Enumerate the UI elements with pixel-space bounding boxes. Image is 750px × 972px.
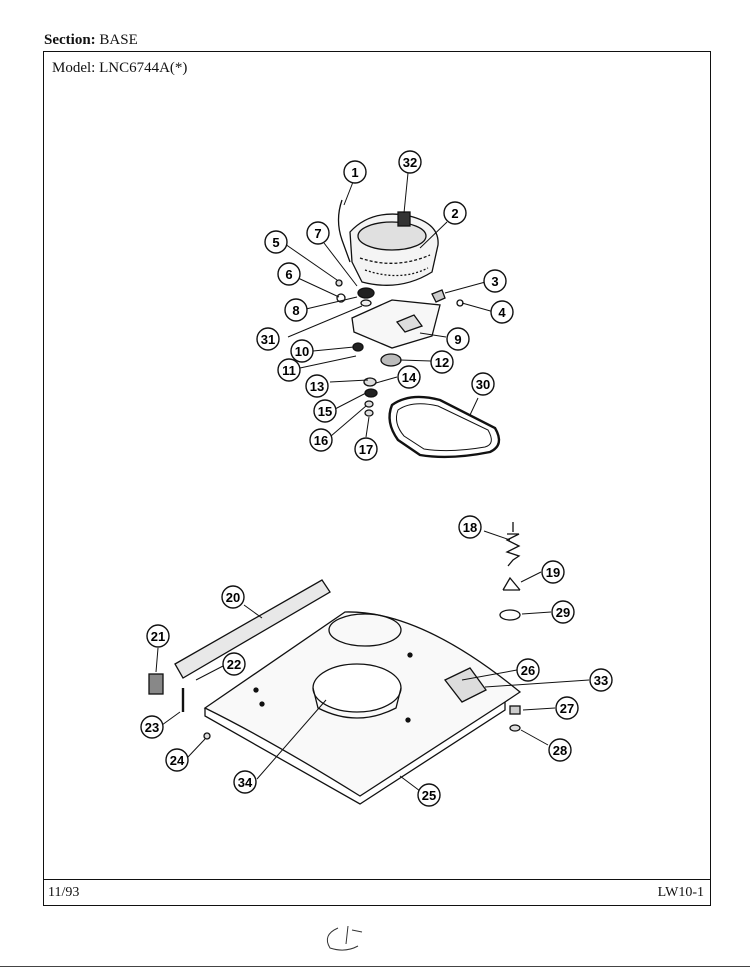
- callout-9: 9: [446, 327, 470, 351]
- svg-text:26: 26: [521, 663, 535, 678]
- model-label: Model:: [52, 60, 96, 76]
- callout-19: 19: [541, 560, 565, 584]
- svg-text:33: 33: [594, 673, 608, 688]
- svg-text:5: 5: [272, 235, 279, 250]
- svg-text:8: 8: [292, 303, 299, 318]
- callout-group: 1 32 2 5 7 6 3 8 4 31 9 10 11 12 13 14 3…: [140, 150, 613, 807]
- base-drawing: [203, 611, 522, 805]
- svg-text:20: 20: [226, 590, 240, 605]
- footer-date: 11/93: [48, 885, 80, 900]
- callout-33: 33: [589, 668, 613, 692]
- svg-text:34: 34: [238, 775, 253, 790]
- washer-part: [336, 293, 346, 303]
- callout-20: 20: [221, 585, 245, 609]
- svg-text:30: 30: [476, 377, 490, 392]
- callout-25: 25: [417, 783, 441, 807]
- svg-text:31: 31: [261, 332, 275, 347]
- callout-18: 18: [458, 515, 482, 539]
- callout-22: 22: [222, 652, 246, 676]
- callout-10: 10: [290, 339, 314, 363]
- svg-text:6: 6: [285, 267, 292, 282]
- section-heading: Section: BASE: [44, 32, 138, 49]
- svg-text:27: 27: [560, 701, 574, 716]
- svg-text:1: 1: [351, 165, 358, 180]
- svg-text:21: 21: [151, 629, 165, 644]
- bracket-part: [431, 289, 446, 303]
- callout-8: 8: [284, 298, 308, 322]
- callout-30: 30: [471, 372, 495, 396]
- nut-part: [203, 732, 211, 740]
- callout-27: 27: [555, 696, 579, 720]
- screw-part: [335, 279, 343, 287]
- svg-text:22: 22: [227, 657, 241, 672]
- svg-text:23: 23: [145, 720, 159, 735]
- svg-text:18: 18: [463, 520, 477, 535]
- pad-part: [499, 609, 521, 621]
- callout-2: 2: [443, 201, 467, 225]
- callout-12: 12: [430, 350, 454, 374]
- callout-31: 31: [256, 327, 280, 351]
- svg-text:17: 17: [359, 442, 373, 457]
- brace-drawing: [174, 579, 331, 679]
- callout-16: 16: [309, 428, 333, 452]
- motor-drawing: [349, 211, 439, 286]
- callout-34: 34: [233, 770, 257, 794]
- svg-text:28: 28: [553, 743, 567, 758]
- page-bottom-rule: [0, 966, 750, 967]
- svg-text:4: 4: [498, 305, 506, 320]
- svg-text:7: 7: [314, 226, 321, 241]
- svg-text:12: 12: [435, 355, 449, 370]
- svg-text:2: 2: [451, 206, 458, 221]
- svg-text:32: 32: [403, 155, 417, 170]
- section-label: Section:: [44, 32, 96, 48]
- callout-28: 28: [548, 738, 572, 762]
- svg-text:13: 13: [310, 379, 324, 394]
- callout-13: 13: [305, 374, 329, 398]
- callout-15: 15: [313, 399, 337, 423]
- model-value: LNC6744A(*): [99, 60, 188, 76]
- callout-32: 32: [398, 150, 422, 174]
- diagram-frame: Model: LNC6744A(*) 11/93 LW10-1: [43, 51, 711, 906]
- svg-text:9: 9: [454, 332, 461, 347]
- callout-17: 17: [354, 437, 378, 461]
- callout-1: 1: [343, 160, 367, 184]
- callout-26: 26: [516, 658, 540, 682]
- model-heading: Model: LNC6744A(*): [52, 60, 187, 77]
- clip-part-19: [502, 576, 521, 591]
- leveling-foot-part: [509, 705, 521, 715]
- svg-text:10: 10: [295, 344, 309, 359]
- handwritten-mark: [326, 925, 363, 951]
- leader-lines: [155, 172, 590, 792]
- footer-page-code: LW10-1: [657, 885, 704, 900]
- callout-23: 23: [140, 715, 164, 739]
- callout-3: 3: [483, 269, 507, 293]
- svg-text:24: 24: [170, 753, 185, 768]
- drive-belt-drawing: [388, 395, 501, 459]
- svg-text:14: 14: [402, 370, 417, 385]
- footer-divider: [44, 879, 710, 880]
- callout-24: 24: [165, 748, 189, 772]
- callout-11: 11: [277, 358, 301, 382]
- callout-14: 14: [397, 365, 421, 389]
- section-value: BASE: [99, 32, 138, 48]
- wire-part: [337, 199, 351, 263]
- callout-6: 6: [277, 262, 301, 286]
- svg-text:19: 19: [546, 565, 560, 580]
- spring-part: [505, 522, 521, 567]
- svg-text:29: 29: [556, 605, 570, 620]
- mount-plate-drawing: [351, 299, 441, 349]
- callout-4: 4: [490, 300, 514, 324]
- svg-text:15: 15: [318, 404, 332, 419]
- callout-29: 29: [551, 600, 575, 624]
- svg-text:11: 11: [282, 363, 296, 378]
- svg-text:3: 3: [491, 274, 498, 289]
- callout-7: 7: [306, 221, 330, 245]
- callout-21: 21: [146, 624, 170, 648]
- svg-text:16: 16: [314, 433, 328, 448]
- callout-5: 5: [264, 230, 288, 254]
- svg-text:25: 25: [422, 788, 436, 803]
- foot-part: [148, 673, 164, 695]
